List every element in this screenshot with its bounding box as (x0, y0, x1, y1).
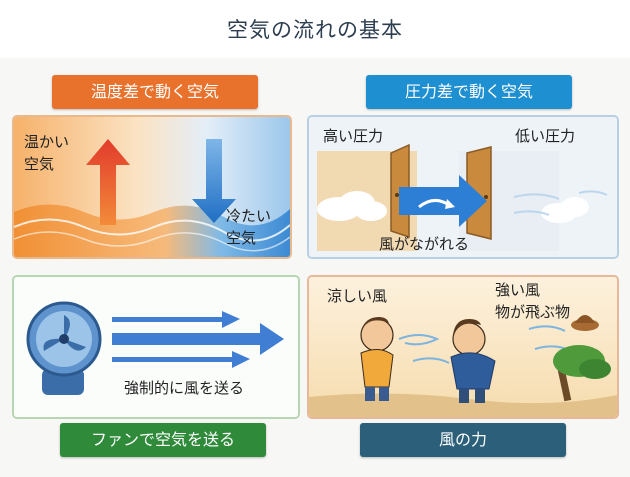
wind-power-label: 風の力 (360, 423, 566, 457)
cloud-left-icon (317, 191, 387, 221)
strong-wind-text-1: 強い風 (495, 281, 541, 299)
fan-illustration (14, 277, 298, 417)
flying-hat-icon (571, 315, 599, 331)
fan-label: ファンで空気を送る (60, 423, 266, 457)
high-pressure-text: 高い圧力 (323, 127, 384, 145)
strong-wind-text-2: 物が飛ぶ物 (495, 303, 571, 321)
bent-tree-icon (553, 345, 611, 402)
wind-arrow-icon (399, 175, 487, 227)
pressure-label: 圧力差で動く空気 (366, 75, 572, 109)
fan-icon (26, 301, 102, 395)
fan-wind-arrows-icon (112, 311, 284, 368)
wind-flows-text: 風がながれる (379, 235, 470, 253)
low-pressure-text: 低い圧力 (515, 127, 576, 145)
cold-air-text-1: 冷たい (226, 207, 272, 225)
wind-power-illustration (309, 277, 617, 417)
temperature-illustration (14, 117, 290, 257)
cold-air-text-2: 空気 (226, 229, 257, 247)
boy-left-icon (360, 317, 394, 401)
cool-wind-text: 涼しい風 (327, 287, 388, 305)
page-title: 空気の流れの基本 (227, 18, 403, 42)
warm-air-text-1: 温かい (24, 133, 70, 151)
temperature-panel: 温かい 空気 冷たい 空気 (12, 115, 292, 259)
wind-power-panel: 涼しい風 強い風 物が飛ぶ物 (307, 275, 619, 419)
warm-up-arrow-icon (86, 139, 130, 225)
fan-panel: 強制的に風を送る (12, 275, 300, 419)
pressure-illustration (309, 117, 617, 257)
cold-down-arrow-icon (192, 139, 236, 223)
pressure-panel: 高い圧力 低い圧力 風がながれる (307, 115, 619, 259)
cloud-right-icon (513, 190, 608, 223)
wind-swirls-icon (398, 325, 572, 364)
fan-caption: 強制的に風を送る (124, 379, 245, 397)
temperature-label: 温度差で動く空気 (52, 75, 258, 109)
warm-air-text-2: 空気 (24, 155, 55, 173)
boy-right-icon (450, 319, 496, 403)
